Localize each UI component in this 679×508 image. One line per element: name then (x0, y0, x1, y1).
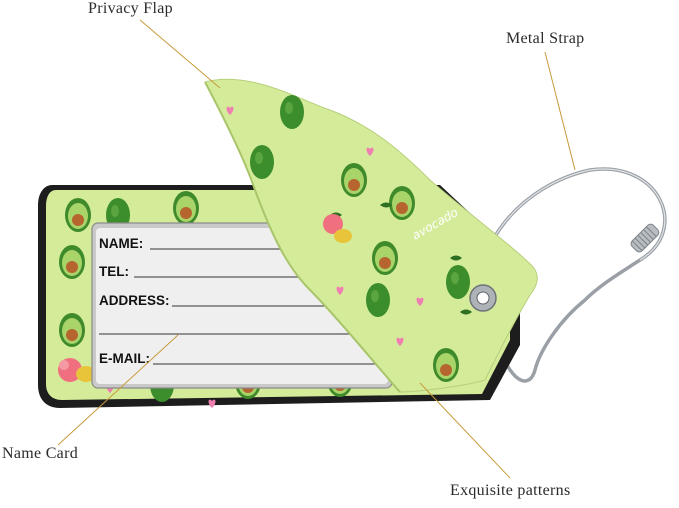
card-tel-label: TEL: (99, 264, 129, 279)
strap-screw-lock (630, 223, 660, 253)
privacy-flap: avocado (204, 78, 538, 393)
metal-strap-callout: Metal Strap (506, 30, 585, 47)
privacy-flap-callout: Privacy Flap (88, 0, 173, 17)
grommet (469, 284, 497, 312)
callout-leader-lines (57, 19, 576, 479)
name-card-callout: Name Card (2, 445, 79, 462)
card-email-label: E-MAIL: (99, 351, 150, 366)
avocado-pattern-body (58, 191, 353, 408)
exquisite-patterns-callout: Exquisite patterns (450, 482, 571, 499)
card-name-label: NAME: (99, 236, 143, 251)
card-address-label: ADDRESS: (99, 293, 170, 308)
